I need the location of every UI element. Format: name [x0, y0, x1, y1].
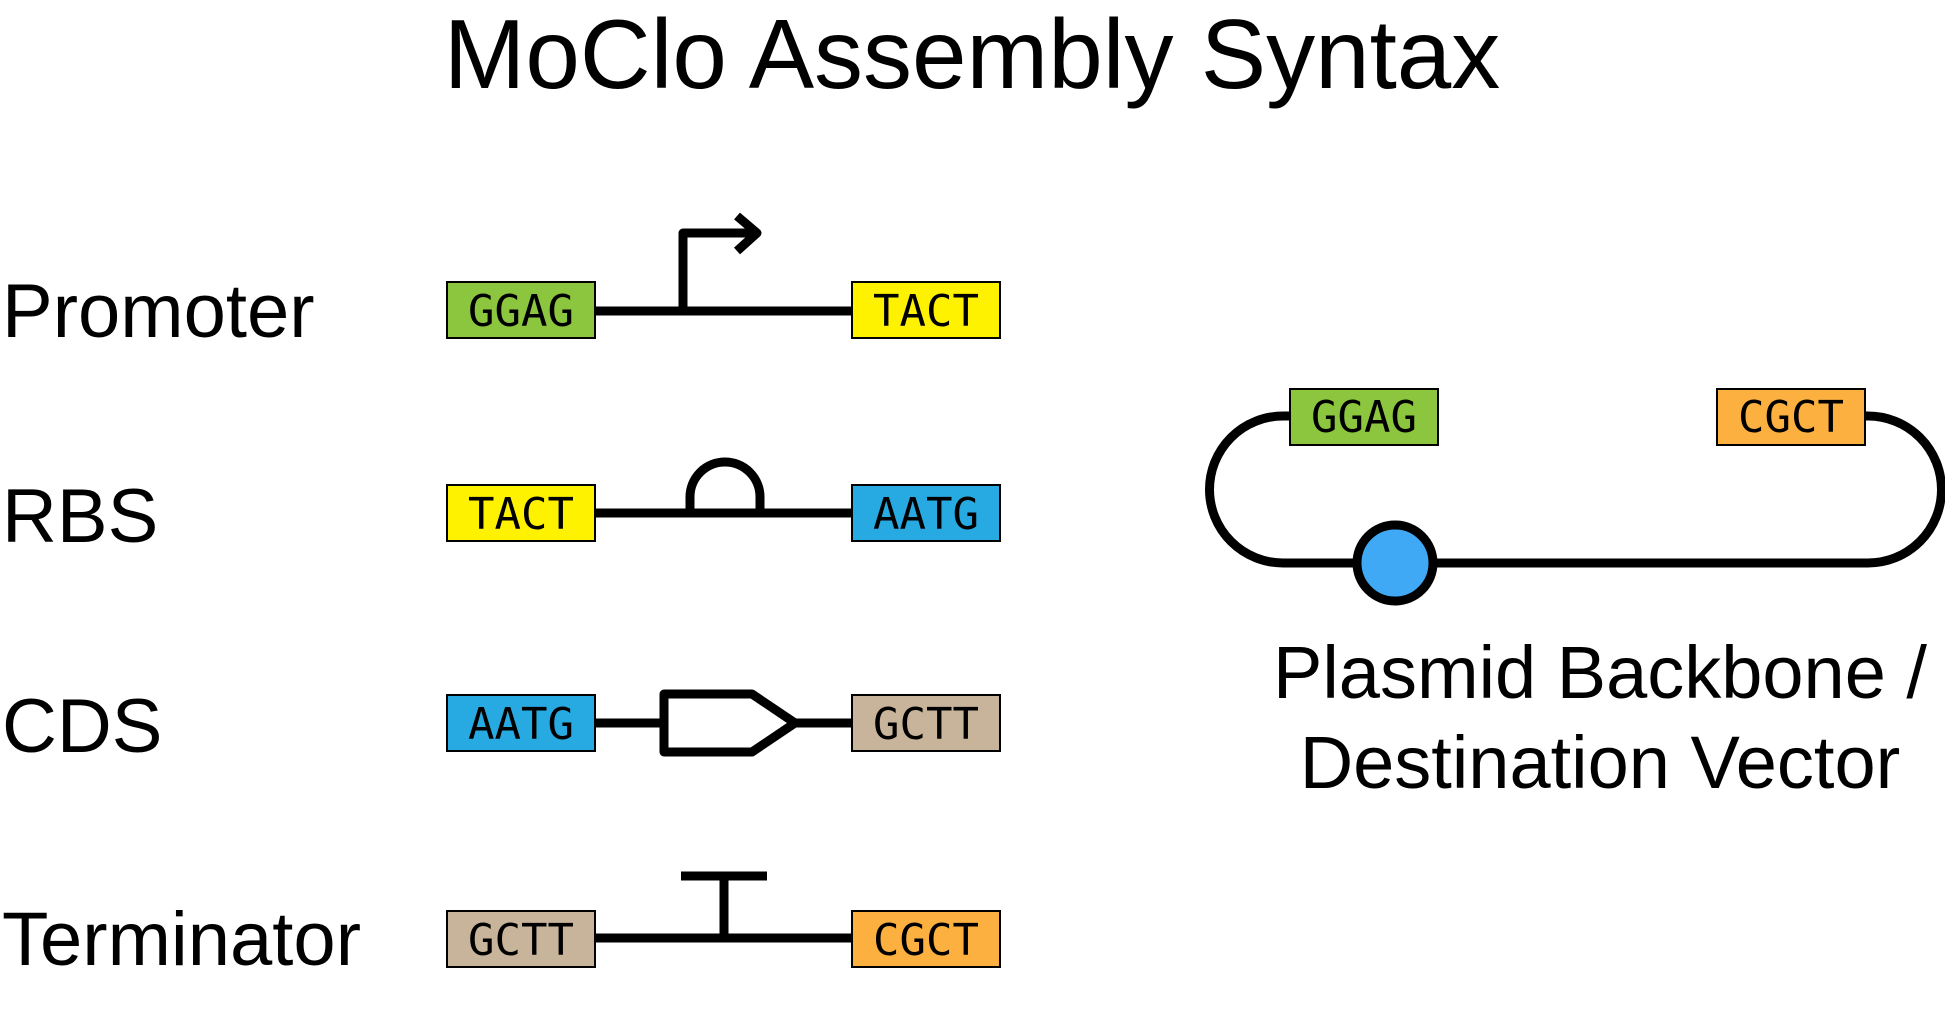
- part-row-rbs: RBS TACT AATG: [2, 457, 1001, 559]
- part-row-promoter: Promoter GGAG TACT: [2, 212, 1001, 354]
- part-row-cds: CDS AATG GCTT: [2, 684, 1001, 769]
- promoter-arrow-icon: [678, 212, 762, 311]
- overhang-box-left: [446, 910, 596, 968]
- backbone-overhang-box-left: [1289, 388, 1439, 446]
- overhang-box-right: [851, 281, 1001, 339]
- part-label: CDS: [2, 684, 162, 769]
- backbone-overhang-left: GGAG: [1311, 392, 1417, 443]
- overhang-right: TACT: [873, 286, 979, 337]
- rbs-semicircle-icon: [685, 457, 765, 513]
- cds-pentagon-icon: [659, 689, 800, 757]
- backbone-caption-line2: Destination Vector: [1300, 721, 1901, 804]
- overhang-box-left: [446, 484, 596, 542]
- part-label: Terminator: [2, 897, 361, 982]
- overhang-right: AATG: [873, 489, 979, 540]
- overhang-left: AATG: [468, 699, 574, 750]
- overhang-box-right: [851, 484, 1001, 542]
- part-row-terminator: Terminator GCTT CGCT: [2, 871, 1001, 982]
- overhang-box-left: [446, 281, 596, 339]
- part-label: Promoter: [2, 269, 315, 354]
- part-label: RBS: [2, 474, 158, 559]
- origin-circle-icon: [1352, 520, 1438, 606]
- overhang-right: GCTT: [873, 699, 979, 750]
- overhang-box-right: [851, 910, 1001, 968]
- overhang-box-right: [851, 694, 1001, 752]
- overhang-left: GGAG: [468, 286, 574, 337]
- backbone-overhang-right: CGCT: [1738, 392, 1844, 443]
- overhang-box-left: [446, 694, 596, 752]
- backbone-caption-line1: Plasmid Backbone /: [1273, 631, 1927, 714]
- plasmid-backbone: GGAG CGCT Plasmid Backbone / Destination…: [1205, 388, 1945, 804]
- backbone-overhang-box-right: [1716, 388, 1866, 446]
- overhang-left: GCTT: [468, 915, 574, 966]
- overhang-right: CGCT: [873, 915, 979, 966]
- terminator-t-icon: [681, 871, 767, 938]
- overhang-left: TACT: [468, 489, 574, 540]
- page-title: MoClo Assembly Syntax: [444, 0, 1501, 109]
- backbone-loop: [1205, 411, 1945, 568]
